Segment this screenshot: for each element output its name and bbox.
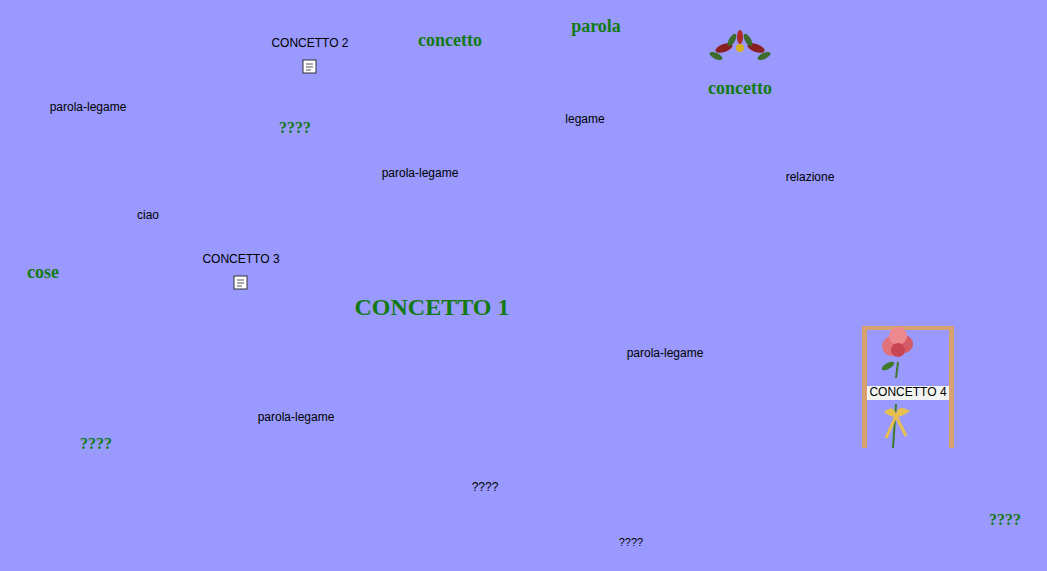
node-text: legame [565,113,604,127]
linking-phrase: parola-legame [246,400,346,436]
node-text: parola-legame [627,347,704,361]
connector-line [816,192,872,313]
connector-line [422,192,426,234]
node-text: cose [27,262,59,283]
node-text: ???? [472,481,499,495]
node-text: CONCETTO 2 [271,37,348,51]
node-text: ???? [80,435,112,453]
arrowhead [827,428,840,438]
concept-node: CONCETTO 3 [190,245,292,291]
connector [49,129,82,249]
connector-line [332,431,464,480]
connector-line [73,224,133,256]
concept-node: ???? [257,109,333,147]
arrowhead [330,74,342,86]
connector [646,428,839,534]
linking-phrase: ???? [611,531,651,554]
connector-line [252,299,289,399]
node-text: concetto [418,30,482,51]
main-concept-node: CONCETTO 1 [309,235,555,381]
connector-line [646,431,832,533]
concept-node: concetto [654,20,826,130]
connector-line [335,80,404,157]
ellipse-outline [190,245,292,291]
arrowhead [775,126,786,139]
linking-phrase: legame [555,107,615,133]
node-text: ???? [989,511,1021,529]
connector [249,292,289,400]
node-text: CONCETTO 1 [355,294,510,322]
connector [213,292,610,552]
arrowhead [820,372,833,382]
linking-phrase: ???? [461,475,509,501]
carnation-picture [862,326,954,448]
flower-wreath [708,30,771,62]
connector [600,132,847,338]
concept-node: concetto [380,15,520,65]
node-text: parola-legame [258,411,335,425]
concept-node: ???? [56,425,136,463]
connector-line [779,133,800,165]
concept-node: CONCETTO 2 [261,29,360,75]
connector [957,456,990,500]
connector-line [49,129,82,249]
connector-line [131,63,265,97]
node-text: CONCETTO 3 [202,253,279,267]
connector-line [362,65,557,113]
connector [355,61,558,113]
connector [163,224,208,249]
linking-phrase: parola-legame [368,157,472,191]
picture-concept-node: CONCETTO 4 [833,304,983,476]
node-text: ???? [619,536,643,549]
concept-node: parola [540,3,652,49]
node-text: parola [571,16,621,37]
linking-phrase: relazione [777,165,842,191]
node-text: parola-legame [382,167,459,181]
connector-line [600,132,847,338]
connector [587,50,594,106]
node-text: concetto [708,78,772,99]
connector [775,126,801,164]
connector-line [213,292,610,552]
connector [73,224,133,256]
connector-line [163,224,201,245]
connector-line [107,128,215,241]
linking-phrase: parola-legame [38,88,138,128]
connector-line [550,331,619,345]
arrowhead [979,488,990,501]
connector-line [587,50,594,106]
document-icon [303,60,316,73]
concept-node: cose [2,250,84,294]
node-text: ???? [279,119,311,137]
ellipse-outline [261,29,360,75]
arrowhead [355,61,368,71]
linking-phrase: ciao [130,204,166,228]
connector [332,431,464,480]
arrowhead [249,292,258,305]
arrowhead [195,239,208,249]
document-icon [234,276,247,289]
connector [330,74,405,157]
connector [550,331,619,345]
arrowhead [208,234,220,246]
node-text: CONCETTO 4 [867,386,948,400]
connector [816,192,872,313]
connector [714,361,833,382]
node-text: ciao [137,209,159,223]
connector-line [957,456,985,494]
concept-node: ???? [965,500,1045,540]
node-text: parola-legame [50,101,127,115]
connector [107,128,220,247]
node-text: relazione [786,171,835,185]
ellipse-outline [654,20,826,130]
connector-line [714,361,825,377]
linking-phrase: parola-legame [613,336,717,372]
connector [422,192,426,234]
connector [131,63,265,97]
